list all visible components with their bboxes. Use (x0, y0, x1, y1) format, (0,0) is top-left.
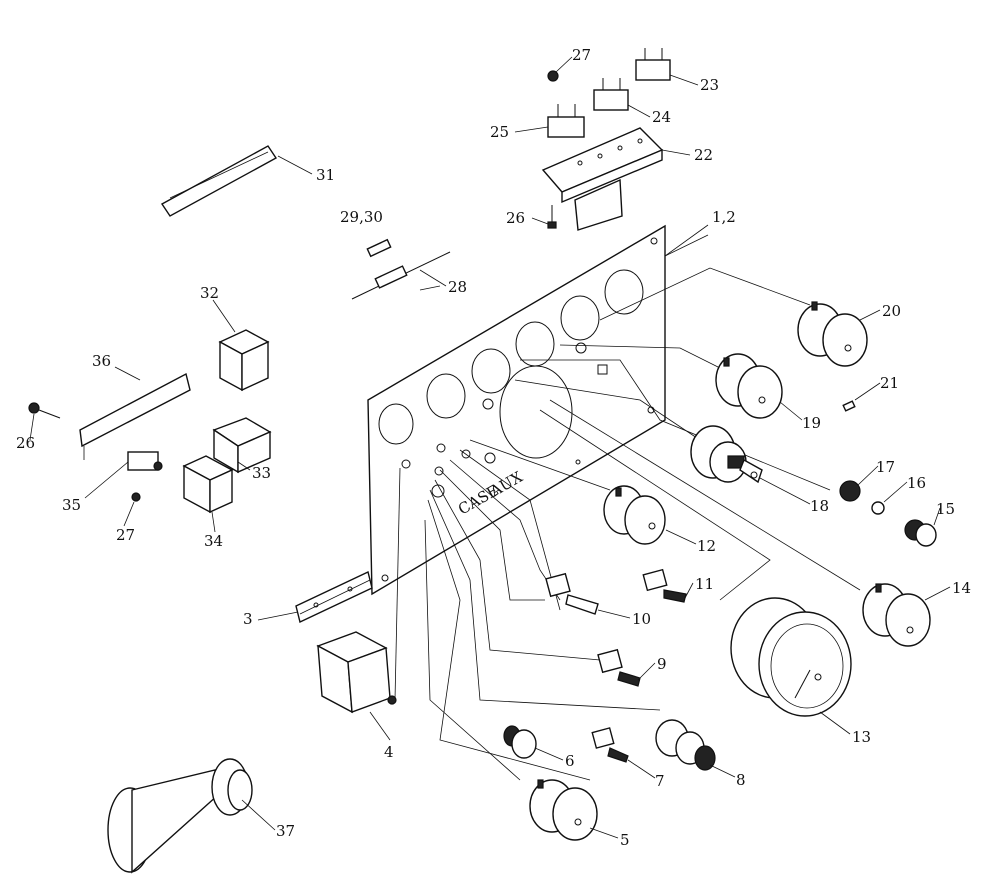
gauge-13 (730, 597, 852, 717)
callout-32: 32 (200, 284, 219, 302)
callout-27-left: 27 (116, 526, 135, 544)
nut-27-left (131, 492, 141, 502)
callout-14: 14 (952, 579, 971, 597)
callout-36: 36 (92, 352, 111, 370)
screw-26-left (28, 402, 61, 419)
callout-31: 31 (316, 166, 335, 184)
relay-34 (182, 455, 234, 514)
callout-21: 21 (880, 374, 899, 392)
breaker-35 (127, 451, 163, 471)
circuit-breaker-24 (593, 78, 629, 111)
circuit-breaker-23 (635, 48, 671, 81)
toggle-switch-9 (597, 648, 641, 687)
callout-17: 17 (876, 458, 895, 476)
horn-37 (107, 758, 253, 874)
buzzer-box-4 (316, 631, 397, 714)
callout-19: 19 (802, 414, 821, 432)
relay-33 (212, 417, 272, 474)
callout-1-2: 1,2 (712, 208, 736, 226)
callout-numbers: 1,2 3 4 5 6 7 8 9 10 11 12 13 14 15 16 1… (16, 46, 971, 849)
callout-33: 33 (252, 464, 271, 482)
toggle-switch-11 (642, 568, 687, 603)
callout-15: 15 (936, 500, 955, 518)
callout-24: 24 (652, 108, 671, 126)
gauge-19 (715, 353, 783, 419)
indicator-lamp (839, 480, 937, 547)
bracket-36 (79, 372, 191, 460)
callout-25: 25 (490, 123, 509, 141)
callout-10: 10 (632, 610, 651, 628)
relay-32 (218, 329, 270, 392)
gauge-14 (862, 583, 931, 647)
callout-26-left: 26 (16, 434, 35, 452)
circuit-breaker-25 (547, 104, 585, 138)
callout-22: 22 (694, 146, 713, 164)
callout-7: 7 (655, 772, 665, 790)
callout-16: 16 (907, 474, 926, 492)
gauge-20 (797, 301, 868, 367)
toggle-switch-7 (591, 727, 629, 763)
callout-34: 34 (204, 532, 223, 550)
key-switch-18 (690, 425, 763, 484)
callout-leaders (29, 56, 951, 839)
callout-9: 9 (657, 655, 667, 673)
callout-23: 23 (700, 76, 719, 94)
callout-6: 6 (565, 752, 575, 770)
callout-37: 37 (276, 822, 295, 840)
callout-35: 35 (62, 496, 81, 514)
callout-11: 11 (695, 575, 714, 593)
callout-4: 4 (384, 743, 394, 761)
rotary-switch-8 (655, 719, 716, 771)
callout-5: 5 (620, 831, 630, 849)
terminal-strip-31 (160, 145, 278, 217)
toggle-switch-10 (545, 572, 599, 615)
callout-26-top: 26 (506, 209, 525, 227)
screw-26-top (547, 205, 557, 229)
callout-27-top: 27 (572, 46, 591, 64)
callout-18: 18 (810, 497, 829, 515)
hinge-strip (295, 571, 373, 623)
callout-12: 12 (697, 537, 716, 555)
fuse-block-22 (541, 127, 664, 231)
push-button-6 (503, 725, 537, 759)
callout-29-30: 29,30 (340, 208, 383, 226)
callout-13: 13 (852, 728, 871, 746)
bulb-21 (842, 400, 856, 412)
nut-27-top (547, 70, 559, 82)
callout-20: 20 (882, 302, 901, 320)
fuse-holder-28 (351, 238, 451, 300)
callout-3: 3 (243, 610, 253, 628)
callout-28: 28 (448, 278, 467, 296)
gauge-5 (529, 779, 598, 841)
callout-8: 8 (736, 771, 746, 789)
gauge-12 (603, 485, 666, 545)
leader-lines (394, 234, 861, 781)
instrument-panel: CASE AUX (367, 224, 666, 596)
